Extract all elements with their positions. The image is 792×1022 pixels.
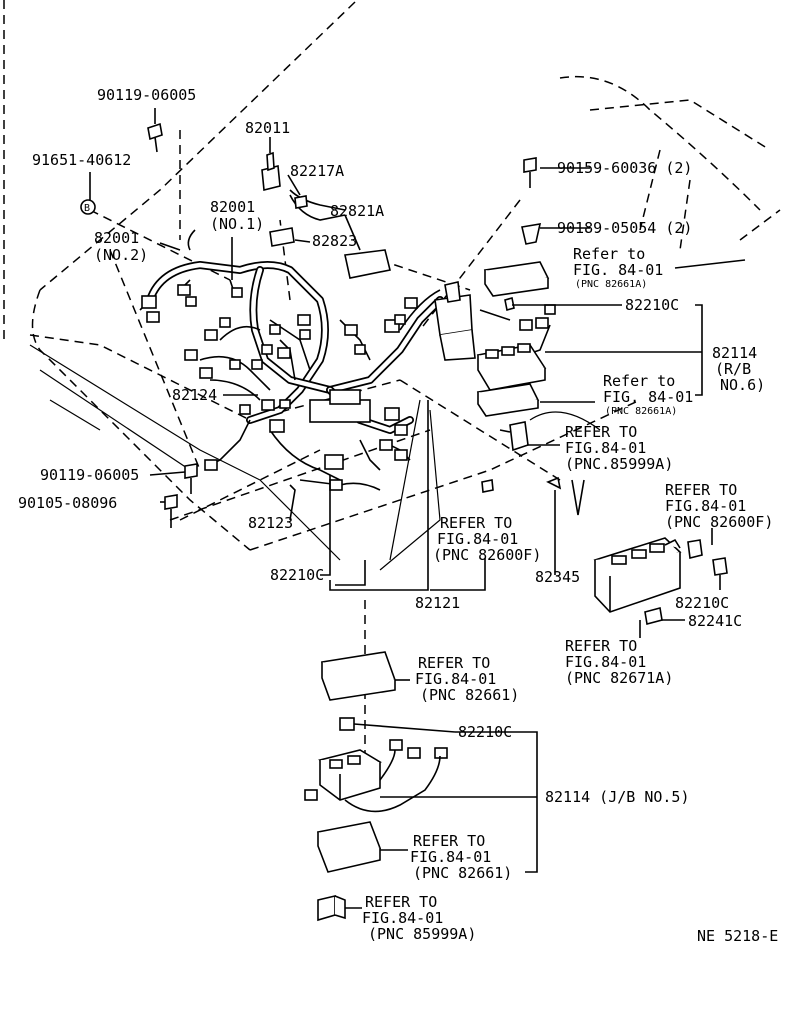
ref3-line2: FIG.84-01 (565, 439, 646, 457)
label-82121: 82121 (415, 594, 460, 612)
part-labels: 90119-06005 82011 91651-40612 82217A 901… (18, 86, 778, 945)
ref2-line2: FIG. 84-01 (603, 388, 693, 406)
ref6-line2: FIG.84-01 (565, 653, 646, 671)
label-82001-no2: 82001 (94, 229, 139, 247)
ref1-line1: Refer to (573, 245, 645, 263)
ref2-line3: (PNC 82661A) (605, 406, 677, 417)
ref4-line2: FIG.84-01 (665, 497, 746, 515)
label-82114-rb-sub1: (R/B (715, 360, 751, 378)
ref5-line3: (PNC 82600F) (433, 546, 541, 564)
label-82210c-4: 82210C (458, 723, 512, 741)
fuse-box-82671a (593, 537, 728, 625)
relay-box-upper-center (269, 227, 476, 361)
ref9-line3: (PNC 85999A) (368, 925, 476, 943)
relay-block-rb-no6 (476, 261, 550, 417)
ref8-line1: REFER TO (413, 832, 485, 850)
label-82124: 82124 (172, 386, 217, 404)
bracket-85999a-lower (317, 894, 346, 922)
ref5-line1: REFER TO (440, 514, 512, 532)
label-82001-no1: 82001 (210, 198, 255, 216)
ref7-line2: FIG.84-01 (415, 670, 496, 688)
label-90105-08096: 90105-08096 (18, 494, 117, 512)
ref5-line2: FIG.84-01 (437, 530, 518, 548)
ref7-line3: (PNC 82661) (420, 686, 519, 704)
label-82823: 82823 (312, 232, 357, 250)
label-90189-05054: 90189-05054 (2) (557, 219, 692, 237)
diagram-id: NE 5218-E (697, 927, 778, 945)
relay-block-jb-no5 (304, 717, 456, 813)
ref8-line2: FIG.84-01 (410, 848, 491, 866)
relay-block-cover-82661-lower (316, 821, 382, 873)
ref9-line1: REFER TO (365, 893, 437, 911)
leader-lines (89, 108, 746, 909)
label-90119-06005-top: 90119-06005 (97, 86, 196, 104)
vehicle-inner-lines (29, 344, 601, 571)
ref9-line2: FIG.84-01 (362, 909, 443, 927)
label-82821a: 82821A (330, 202, 384, 220)
label-82210c-1: 82210C (625, 296, 679, 314)
label-82210c-3: 82210C (675, 594, 729, 612)
circle-b-marker: B (84, 203, 90, 214)
ref2-line1: Refer to (603, 372, 675, 390)
label-82210c-2: 82210C (270, 566, 324, 584)
label-82241c: 82241C (688, 612, 742, 630)
ref6-line1: REFER TO (565, 637, 637, 655)
ref4-line3: (PNC 82600F) (665, 513, 773, 531)
label-82001-no2-sub: (NO.2) (94, 246, 148, 264)
label-82114-rb: 82114 (712, 344, 757, 362)
ref6-line3: (PNC 82671A) (565, 669, 673, 687)
ref8-line3: (PNC 82661) (413, 864, 512, 882)
label-82114-jb: 82114 (J/B NO.5) (545, 788, 690, 806)
label-82345: 82345 (535, 568, 580, 586)
ref1-line2: FIG. 84-01 (573, 261, 663, 279)
label-82114-rb-sub2: NO.6) (720, 376, 765, 394)
ref4-line1: REFER TO (665, 481, 737, 499)
fastener-parts (80, 122, 585, 528)
label-90159-60036: 90159-60036 (2) (557, 159, 692, 177)
label-91651-40612: 91651-40612 (32, 151, 131, 169)
label-82123: 82123 (248, 514, 293, 532)
label-82011: 82011 (245, 119, 290, 137)
label-90119-06005-mid: 90119-06005 (40, 466, 139, 484)
label-82217a: 82217A (290, 162, 344, 180)
ref7-line1: REFER TO (418, 654, 490, 672)
ref3-line1: REFER TO (565, 423, 637, 441)
relay-block-cover-82661 (320, 651, 397, 701)
ref1-line3: (PNC 82661A) (575, 279, 647, 290)
label-82001-no1-sub: (NO.1) (210, 215, 264, 233)
ref3-line3: (PNC.85999A) (565, 455, 673, 473)
